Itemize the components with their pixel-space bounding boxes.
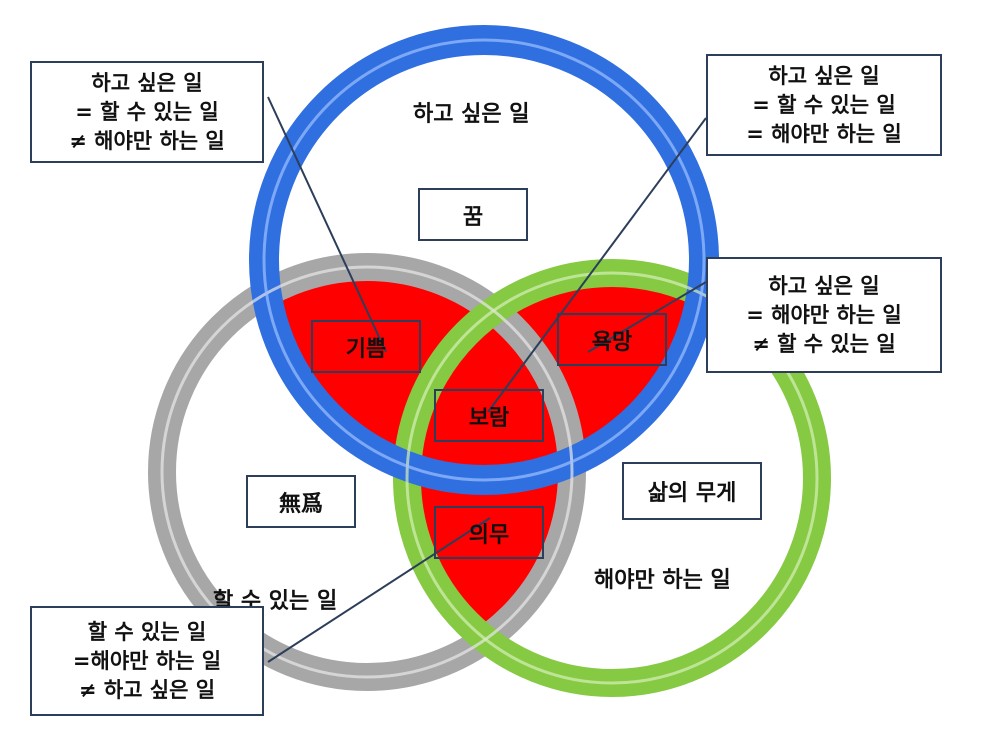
- region-desire: 욕망: [557, 313, 667, 366]
- callout-joy: 하고 싶은 일 = 할 수 있는 일 ≠ 해야만 하는 일: [30, 61, 264, 163]
- label-must-do: 해야만 하는 일: [594, 568, 731, 593]
- callout-joy-line: 하고 싶은 일: [91, 70, 203, 95]
- callout-duty-line: ≠ 하고 싶은 일: [78, 677, 216, 702]
- callout-joy-line: = 할 수 있는 일: [75, 99, 219, 124]
- callout-reward-line: = 할 수 있는 일: [752, 92, 896, 117]
- callout-desire-line: = 해야만 하는 일: [746, 302, 902, 327]
- connector-line-joy: [267, 96, 387, 353]
- callout-desire: 하고 싶은 일 = 해야만 하는 일 ≠ 할 수 있는 일: [706, 257, 942, 373]
- connector-line-desire: [587, 281, 707, 353]
- ring-can-do-highlight: [160, 265, 574, 679]
- connector-line-duty: [267, 517, 491, 663]
- callout-duty: 할 수 있는 일 =해야만 하는 일 ≠ 하고 싶은 일: [30, 606, 264, 716]
- region-inaction: 無爲: [246, 475, 356, 528]
- callout-desire-line: 하고 싶은 일: [768, 273, 880, 298]
- connector-line-reward: [487, 117, 707, 413]
- region-burden-of-life: 삶의 무게: [622, 462, 762, 520]
- callout-desire-line: ≠ 할 수 있는 일: [752, 331, 896, 356]
- region-joy: 기쁨: [311, 320, 421, 373]
- callout-reward: 하고 싶은 일 = 할 수 있는 일 = 해야만 하는 일: [706, 54, 942, 156]
- ring-want-to-do-highlight: [262, 38, 706, 482]
- overlap-left-right: [407, 273, 572, 677]
- label-want-to-do: 하고 싶은 일: [413, 102, 530, 127]
- callout-duty-line: 할 수 있는 일: [87, 619, 207, 644]
- callout-reward-line: = 해야만 하는 일: [746, 121, 902, 146]
- callout-duty-line: =해야만 하는 일: [72, 648, 222, 673]
- region-reward: 보람: [434, 389, 544, 442]
- ring-must-do-highlight: [405, 271, 819, 685]
- region-dream: 꿈: [418, 188, 528, 241]
- callout-reward-line: 하고 싶은 일: [768, 63, 880, 88]
- region-duty: 의무: [434, 506, 544, 559]
- callout-joy-line: ≠ 해야만 하는 일: [69, 128, 225, 153]
